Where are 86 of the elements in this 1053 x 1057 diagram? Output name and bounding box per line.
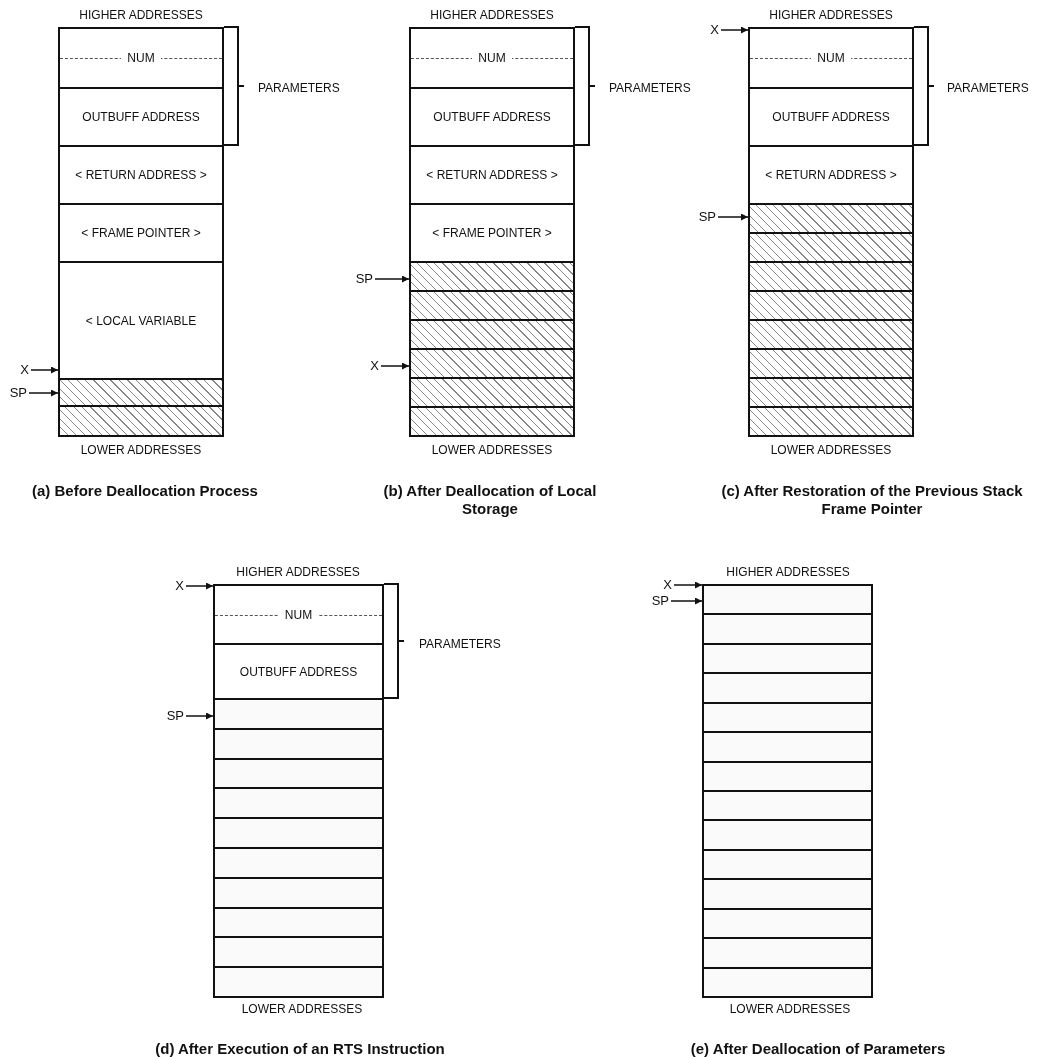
figure-caption: (c) After Restoration of the Previous Stack Frame Pointer [720,482,1024,518]
pointer-arrow [380,362,410,370]
empty-stack-cell [702,937,873,969]
empty-stack-cell [702,966,873,998]
pointer-arrow [670,597,703,605]
empty-stack-cell [213,817,384,849]
free-stack-cell [748,232,914,263]
pointer-arrow [30,366,59,374]
address-label: LOWER ADDRESSES [729,1002,851,1016]
empty-stack-cell [702,584,873,616]
stack-cell [409,27,575,89]
stack-cell [748,27,914,89]
free-stack-cell [748,348,914,379]
empty-stack-cell [213,876,384,909]
pointer-label: X [663,578,672,592]
cell-text: NUM [472,51,512,65]
stack-cell [58,145,224,205]
pointer-arrow [720,26,749,34]
pointer-label: SP [651,594,669,608]
bracket-label: PARAMETERS [947,81,1029,95]
empty-stack-cell [213,698,384,730]
stack-cell [58,27,224,89]
pointer-arrow [185,712,214,720]
free-stack-cell [409,348,575,379]
address-label: HIGHER ADDRESSES [79,8,203,22]
pointer-label: X [175,579,184,593]
free-stack-cell [748,261,914,292]
free-stack-cell [748,290,914,321]
empty-stack-cell [702,790,873,822]
free-stack-cell [58,405,224,437]
figure-caption: (b) After Deallocation of Local Storage [382,482,598,518]
cell-text: NUM [811,51,851,65]
empty-stack-cell [702,672,873,704]
pointer-label: SP [698,210,716,224]
pointer-label: X [20,363,29,377]
pointer-label: X [370,359,379,373]
address-label: HIGHER ADDRESSES [769,8,893,22]
pointer-arrow [717,213,749,221]
address-label: HIGHER ADDRESSES [236,565,360,579]
free-stack-cell [748,406,914,437]
free-stack-cell [748,377,914,408]
stack-cell [409,87,575,147]
empty-stack-cell [213,847,384,879]
figure-caption: (a) Before Deallocation Process [31,482,259,500]
empty-stack-cell [213,936,384,969]
pointer-arrow [673,581,703,589]
stack-cell [213,584,384,645]
free-stack-cell [409,406,575,437]
pointer-label: X [710,23,719,37]
address-label: HIGHER ADDRESSES [726,565,850,579]
empty-stack-cell [213,787,384,820]
empty-stack-cell [702,878,873,910]
stack-cell [409,145,575,205]
free-stack-cell [748,203,914,234]
stack-cell [748,87,914,147]
address-label: LOWER ADDRESSES [80,443,202,457]
free-stack-cell [748,319,914,350]
stack-cell [58,203,224,263]
empty-stack-cell [213,727,384,760]
figure-caption: (d) After Execution of an RTS Instruction [154,1040,446,1057]
pointer-label: SP [166,709,184,723]
pointer-arrow [185,582,214,590]
pointer-arrow [374,275,410,283]
bracket-label: PARAMETERS [609,81,691,95]
bracket-label: PARAMETERS [258,81,340,95]
empty-stack-cell [702,613,873,645]
pointer-label: SP [9,386,27,400]
free-stack-cell [409,261,575,292]
free-stack-cell [409,377,575,408]
cell-text: NUM [278,607,319,622]
empty-stack-cell [213,966,384,998]
address-label: LOWER ADDRESSES [241,1002,363,1016]
address-label: LOWER ADDRESSES [431,443,553,457]
empty-stack-cell [702,819,873,851]
cell-text: NUM [121,51,161,65]
pointer-label: SP [355,272,373,286]
free-stack-cell [409,290,575,321]
address-label: HIGHER ADDRESSES [430,8,554,22]
pointer-arrow [28,389,59,397]
free-stack-cell [58,378,224,407]
address-label: LOWER ADDRESSES [770,443,892,457]
stack-cell [58,87,224,147]
empty-stack-cell [702,731,873,763]
figure-caption: (e) After Deallocation of Parameters [689,1040,947,1057]
bracket-label: PARAMETERS [419,637,501,651]
free-stack-cell [409,319,575,350]
